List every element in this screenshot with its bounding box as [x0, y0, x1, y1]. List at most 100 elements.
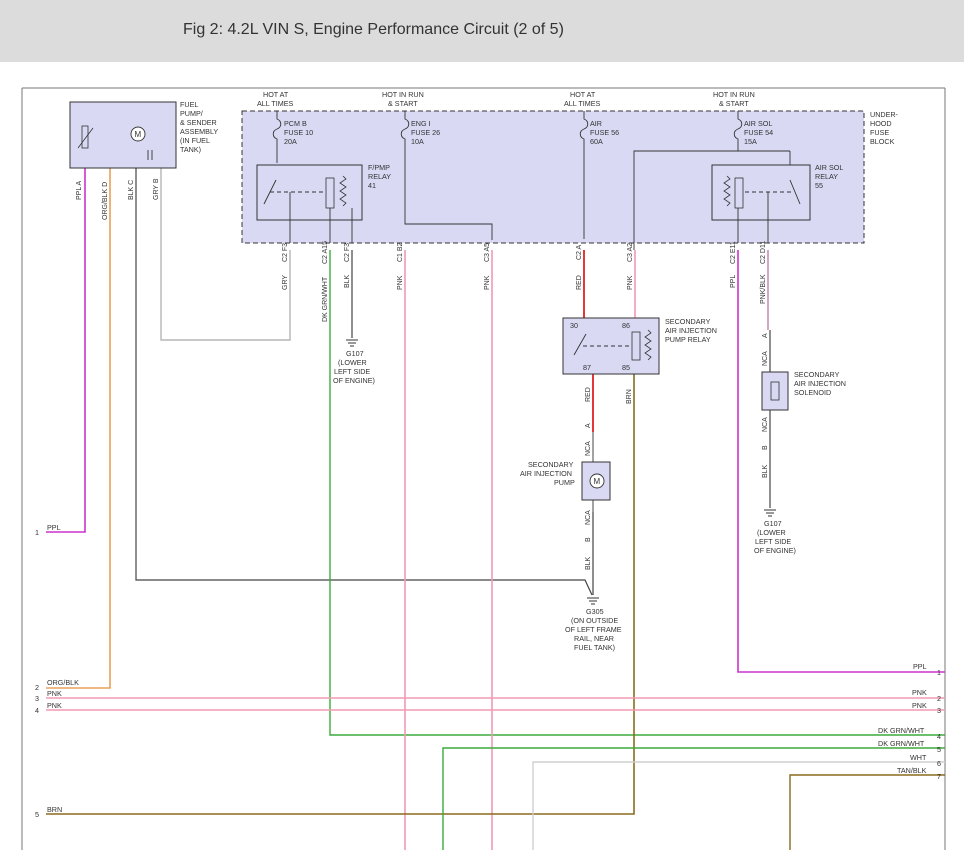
- fuel-pump-label-3: & SENDER: [180, 118, 217, 127]
- fuse-eng-i-name-2: FUSE 26: [411, 128, 440, 137]
- sec-pump-pin-nca-top: NCA: [585, 441, 592, 456]
- sec-relay-wire-brn: BRN: [626, 389, 633, 404]
- right-conn-6-num: 6: [937, 759, 941, 768]
- sec-pump-motor-icon: [589, 473, 605, 489]
- fuse-heading-2b: & START: [388, 99, 418, 108]
- wire-ppl-right: [737, 250, 945, 673]
- fuse-heading-3b: ALL TIMES: [564, 99, 601, 108]
- connector-c2-f3-a: C2 F3: [282, 243, 289, 262]
- sec-pump-pin-a: A: [585, 423, 592, 428]
- fuel-pump-label: FUEL PUMP/ & SENDER ASSEMBLY (IN FUEL TA…: [180, 100, 218, 154]
- g107-left-desc-2: LEFT SIDE: [334, 367, 370, 376]
- wire-label-pnk-blk: PNK/BLK: [760, 274, 767, 304]
- sec-relay-label-1: SECONDARY: [665, 317, 711, 326]
- fuel-pump-sender-resistor: [81, 125, 89, 149]
- g107-right-id: G107: [764, 519, 782, 528]
- g107-left-desc-3: OF ENGINE): [333, 376, 375, 385]
- air-sol-relay-label-3: 55: [815, 181, 823, 190]
- sec-solenoid-label: SECONDARY AIR INJECTION SOLENOID: [794, 370, 846, 397]
- right-conn-5-label: DK GRN/WHT: [878, 739, 925, 748]
- right-conn-5-num: 5: [937, 745, 941, 754]
- fuel-pump-motor-icon: [130, 126, 146, 142]
- right-conn-6-label: WHT: [910, 753, 927, 762]
- sec-pump-label: SECONDARY AIR INJECTION PUMP: [520, 460, 575, 487]
- fuse-block-label-1: UNDER-: [870, 110, 899, 119]
- fuse-pcm-b-name-1: PCM B: [284, 119, 307, 128]
- fuel-pump-box: [69, 101, 177, 169]
- air-sol-relay-switch: [789, 179, 801, 205]
- fuse-block-label: UNDER- HOOD FUSE BLOCK: [870, 110, 899, 146]
- sec-relay-resistor-icon: [644, 329, 652, 361]
- fpmp-relay-resistor-icon: [339, 175, 347, 207]
- g107-right-label: G107 (LOWER LEFT SIDE OF ENGINE): [754, 519, 796, 555]
- fuse-pcm-b-name-3: 20A: [284, 137, 297, 146]
- wire-label-pnk-a2: PNK: [627, 275, 634, 290]
- right-conn-2-label: PNK: [912, 688, 927, 697]
- g107-left-label: G107 (LOWER LEFT SIDE OF ENGINE): [333, 349, 375, 385]
- fpmp-relay-label-3: 41: [368, 181, 376, 190]
- fuel-pump-motor-letter: M: [135, 130, 142, 139]
- fuel-pump-label-1: FUEL: [180, 100, 198, 109]
- right-conn-3-num: 3: [937, 706, 941, 715]
- left-connectors: 1 PPL 2 ORG/BLK 3 PNK 4 PNK 5 BRN: [35, 523, 79, 819]
- sec-solenoid-label-2: AIR INJECTION: [794, 379, 846, 388]
- connector-c3-a2: C3 A2: [627, 243, 634, 262]
- air-sol-relay-label: AIR SOL RELAY 55: [815, 163, 843, 190]
- sec-solenoid-pin-nca-top: NCA: [762, 351, 769, 366]
- sec-relay-label-3: PUMP RELAY: [665, 335, 711, 344]
- sec-pump-pin-blk: BLK: [585, 556, 592, 570]
- fuel-pump-label-6: TANK): [180, 145, 201, 154]
- sec-solenoid-coil-icon: [770, 381, 780, 401]
- wire-label-blk: BLK: [344, 274, 351, 288]
- fuse-air-sol-icon: [633, 111, 743, 250]
- right-conn-2-num: 2: [937, 694, 941, 703]
- right-conn-1-num: 1: [937, 668, 941, 677]
- sec-relay-coil: [631, 331, 641, 361]
- fuel-pump-pin-blk: BLK C: [128, 180, 135, 200]
- right-conn-7-label: TAN/BLK: [897, 766, 927, 775]
- fuel-pump-sender-arrow: [77, 127, 94, 149]
- fuse-block-connectors: C2 F3 C2 A15 C2 F3 C1 B2 C3 A5 C2 A C3 A…: [282, 241, 767, 264]
- fpmp-relay-box: [256, 164, 363, 221]
- fuse-block-label-3: FUSE: [870, 128, 889, 137]
- left-conn-4-num: 4: [35, 706, 39, 715]
- fuse-heading-4a: HOT IN RUN: [713, 90, 755, 99]
- figure-title: Fig 2: 4.2L VIN S, Engine Performance Ci…: [183, 21, 564, 38]
- fpmp-relay-label-2: RELAY: [368, 172, 391, 181]
- g107-right-desc-1: (LOWER: [757, 528, 786, 537]
- left-conn-4-label: PNK: [47, 701, 62, 710]
- fuel-pump-label-5: (IN FUEL: [180, 136, 210, 145]
- wire-label-pnk-b2: PNK: [397, 275, 404, 290]
- fuse-air-name-2: FUSE 56: [590, 128, 619, 137]
- wire-label-gry: GRY: [282, 275, 289, 290]
- connector-c2-e11: C2 E11: [730, 241, 737, 264]
- wire-label-dk-grn-wht: DK GRN/WHT: [322, 276, 329, 322]
- fuse-pcm-b-icon: [272, 111, 282, 163]
- wire-wht-6: [532, 761, 945, 850]
- fuse-pcm-b-name-2: FUSE 10: [284, 128, 313, 137]
- fuse-block-label-2: HOOD: [870, 119, 892, 128]
- fuse-air-sol-name-2: FUSE 54: [744, 128, 773, 137]
- g305-id: G305: [586, 607, 604, 616]
- sec-relay-switch: [573, 333, 587, 356]
- sec-solenoid-label-3: SOLENOID: [794, 388, 831, 397]
- connector-c2-f3-b: C2 F3: [344, 243, 351, 262]
- wire-blk-fuel-pump: [135, 168, 593, 596]
- g107-right-desc-2: LEFT SIDE: [755, 537, 791, 546]
- sec-relay-pins: 30 86 87 85: [570, 321, 630, 372]
- g305-desc-1: (ON OUTSIDE: [571, 616, 618, 625]
- air-sol-relay-box: [711, 164, 811, 221]
- fuse-heading-2a: HOT IN RUN: [382, 90, 424, 99]
- right-conn-3-label: PNK: [912, 701, 927, 710]
- sec-solenoid-pins: A NCA NCA B BLK: [762, 333, 769, 478]
- right-conn-4-num: 4: [937, 732, 941, 741]
- fuse-air-name-3: 60A: [590, 137, 603, 146]
- sec-solenoid-pin-blk: BLK: [762, 464, 769, 478]
- fuse-air-sol-name-3: 15A: [744, 137, 757, 146]
- fuse-eng-i-name-3: 10A: [411, 137, 424, 146]
- left-conn-5-label: BRN: [47, 805, 62, 814]
- g305-desc-2: OF LEFT FRAME: [565, 625, 622, 634]
- fuse-heading-3a: HOT AT: [570, 90, 596, 99]
- left-conn-1-label: PPL: [47, 523, 61, 532]
